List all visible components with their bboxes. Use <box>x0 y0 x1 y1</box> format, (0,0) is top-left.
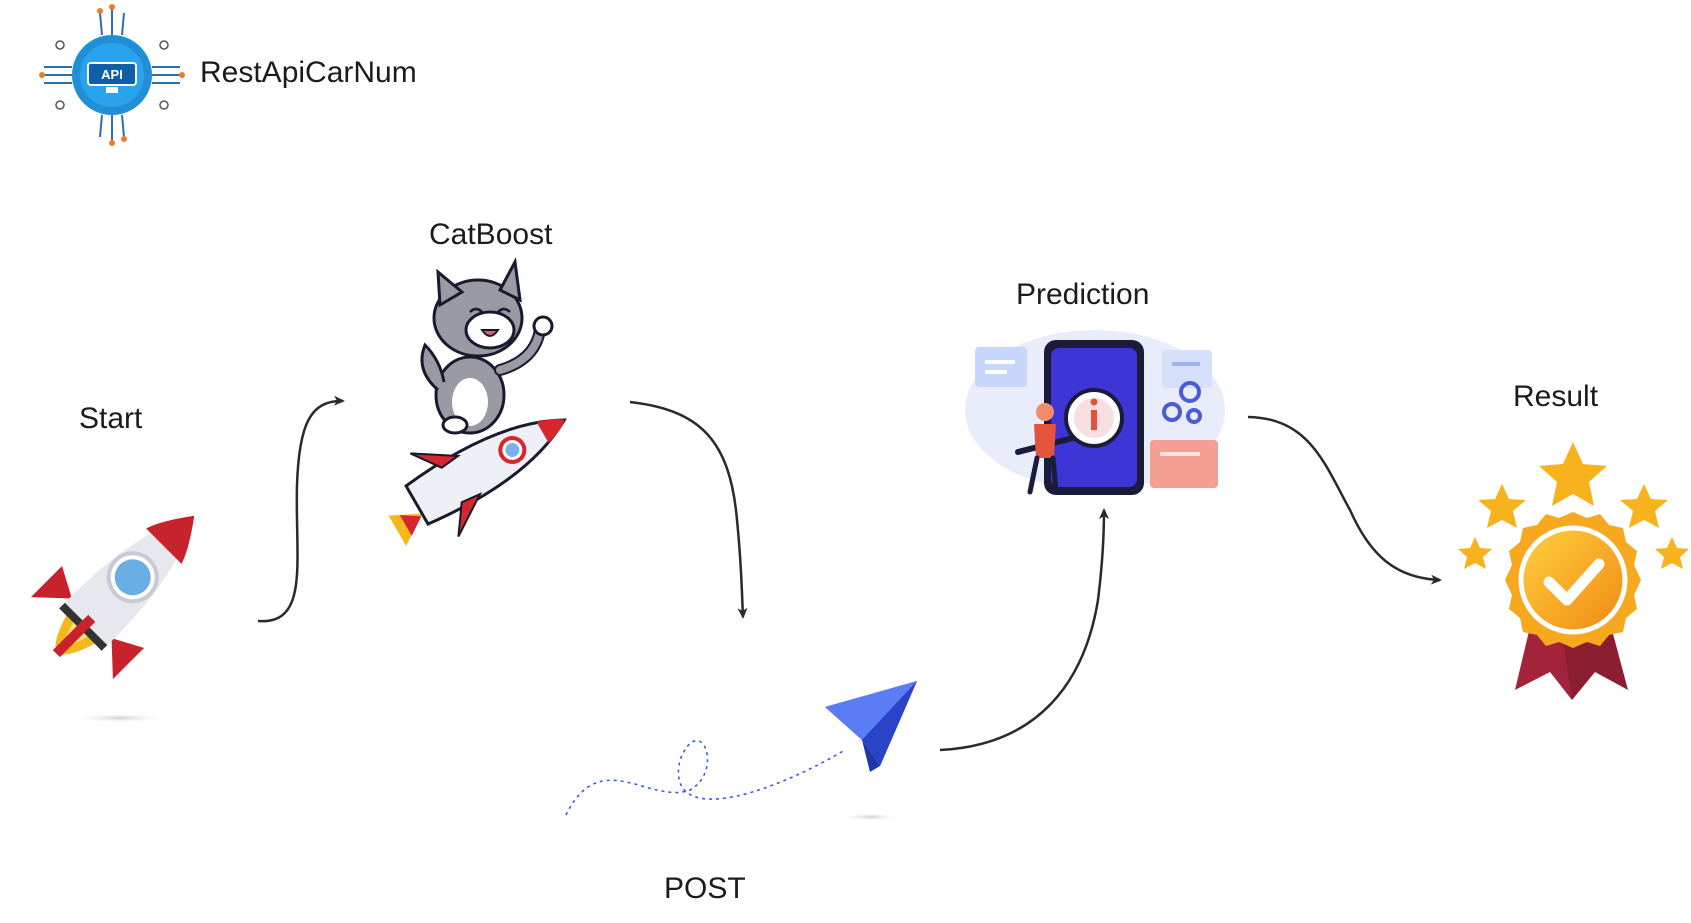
step-label-prediction: Prediction <box>1016 278 1150 311</box>
app-title: RestApiCarNum <box>200 56 417 89</box>
api-logo-text: API <box>101 67 123 82</box>
cat-on-rocket-icon <box>388 257 567 546</box>
arrow-post-to-prediction <box>939 508 1109 752</box>
step-label-start: Start <box>79 402 143 435</box>
arrow-catboost-to-post <box>629 400 748 619</box>
arrow-start-to-catboost <box>257 395 345 623</box>
step-label-post: POST <box>664 872 746 905</box>
award-medal-icon <box>1458 442 1689 700</box>
api-chip-icon: API <box>39 4 185 146</box>
arrow-prediction-to-result <box>1247 415 1442 585</box>
step-label-catboost: CatBoost <box>429 218 553 251</box>
paper-plane-icon <box>565 681 917 821</box>
tablet-analytics-icon <box>965 330 1225 495</box>
step-label-result: Result <box>1513 380 1599 413</box>
rocket-icon <box>30 515 195 723</box>
